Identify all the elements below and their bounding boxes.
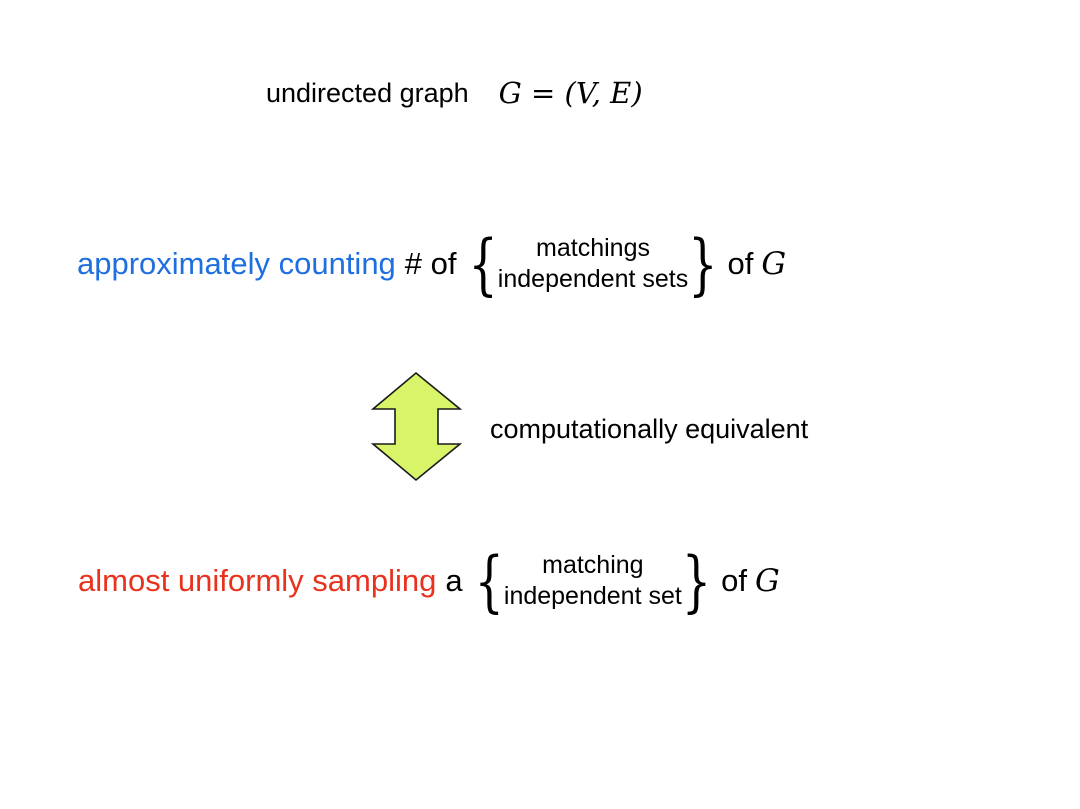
double-headed-vertical-arrow-icon (370, 371, 463, 482)
graph-formula: G = (V, E) (498, 76, 643, 110)
sampling-options: matching independent set (504, 550, 682, 612)
counting-connector: # of (404, 246, 457, 281)
sampling-statement: almost uniformly sampling a { matching i… (78, 543, 780, 619)
counting-suffix: of (727, 246, 754, 281)
sampling-highlight: almost uniformly sampling (78, 563, 437, 598)
counting-option: matchings (536, 234, 650, 262)
counting-highlight: approximately counting (77, 246, 396, 281)
counting-options: matchings independent sets (498, 233, 688, 295)
sampling-suffix: of (721, 563, 747, 598)
right-brace-icon: } (681, 541, 712, 621)
left-brace-icon: { (474, 541, 504, 621)
graph-label: undirected graph (266, 77, 469, 108)
counting-option: independent sets (497, 265, 689, 293)
graph-definition-line: undirected graph G = (V, E) (266, 68, 643, 118)
counting-graph-var: G (761, 246, 787, 282)
counting-statement: approximately counting # of { matchings … (77, 226, 786, 302)
right-brace-icon: } (688, 224, 718, 304)
sampling-option: independent set (503, 582, 682, 610)
sampling-connector: a (445, 563, 463, 598)
sampling-graph-var: G (754, 563, 780, 599)
equivalence-label: computationally equivalent (490, 414, 809, 444)
sampling-option: matching (542, 551, 644, 579)
left-brace-icon: { (468, 224, 498, 304)
